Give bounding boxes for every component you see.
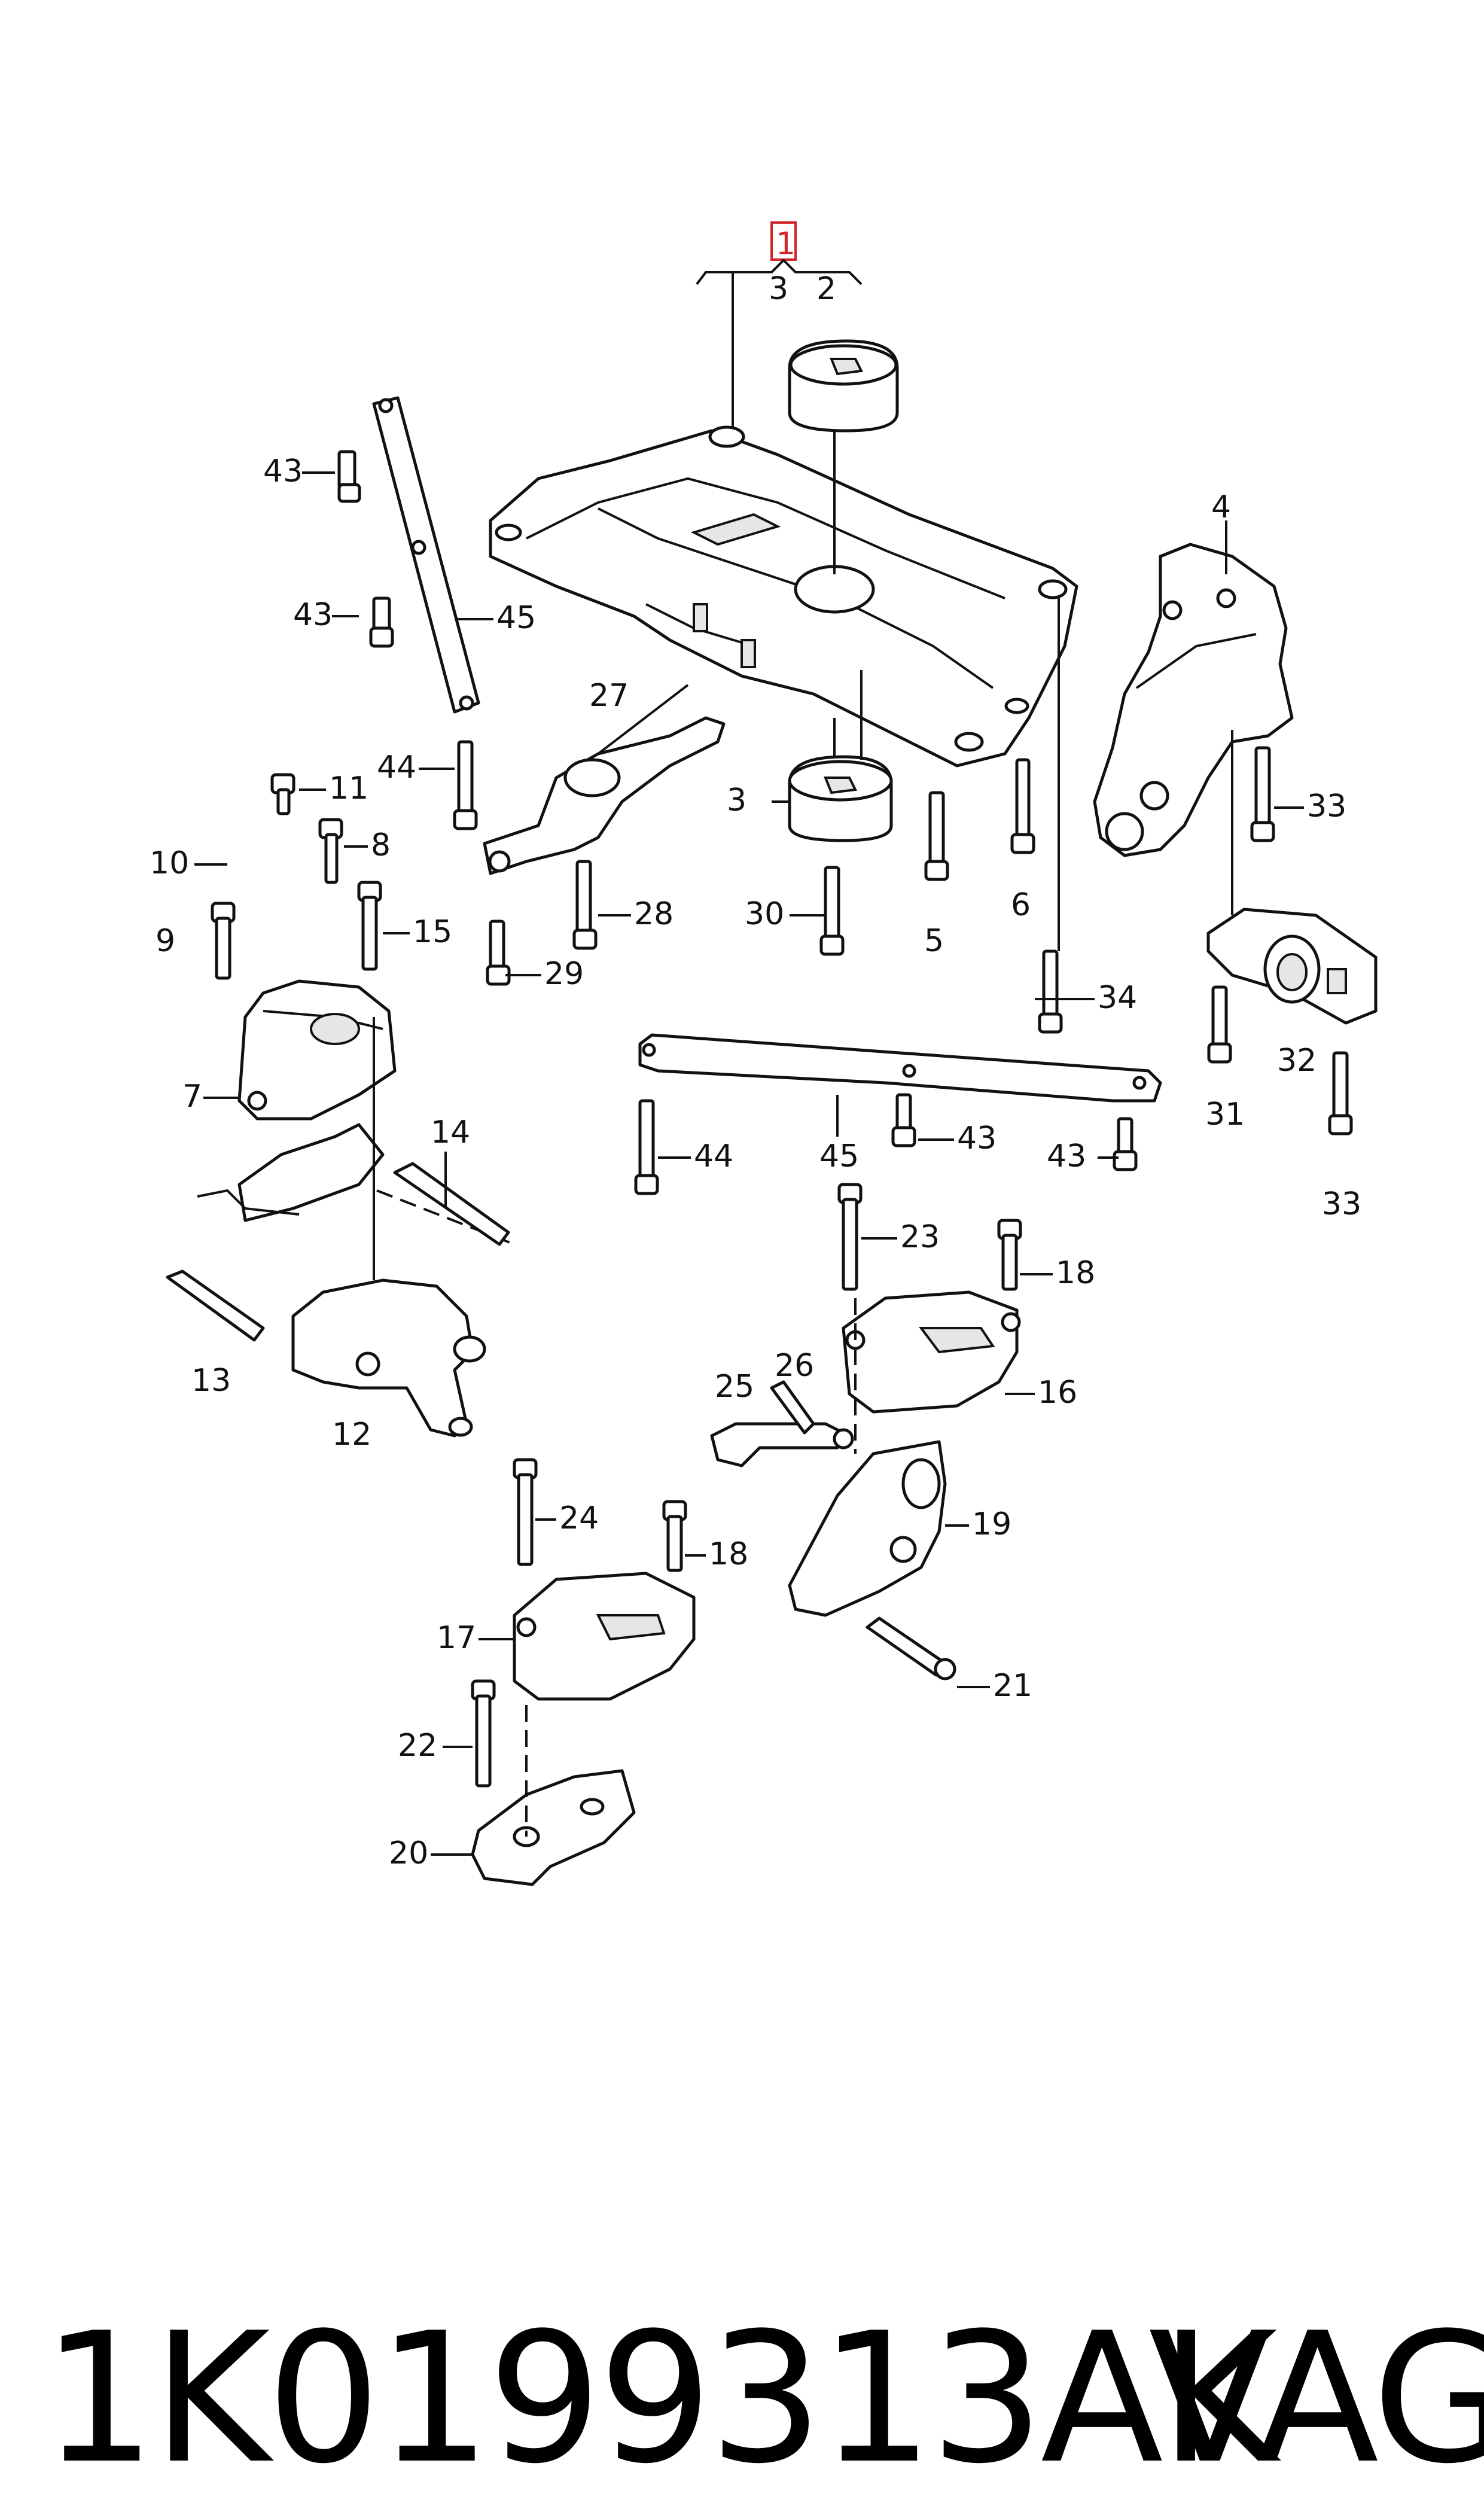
callout-27: 27	[589, 678, 629, 714]
bushing-32	[1206, 908, 1378, 1025]
leader-line	[597, 684, 689, 755]
callout-11: 11	[329, 771, 368, 806]
transmission-mount-16	[842, 1290, 1021, 1414]
group-bracket	[696, 258, 863, 285]
callout-45-a: 45	[496, 600, 536, 636]
brand-label: VAG	[1148, 2294, 1484, 2503]
callout-44-a: 44	[377, 750, 416, 785]
callout-leaders	[194, 471, 1304, 1856]
callout-3-top: 3	[769, 271, 788, 307]
torque-arm-27	[483, 716, 726, 875]
callout-20: 20	[389, 1835, 428, 1871]
callout-33-a: 33	[1307, 788, 1346, 824]
callout-17: 17	[437, 1620, 476, 1656]
callout-7: 7	[182, 1079, 202, 1115]
bushing-3	[788, 755, 893, 842]
callout-3-bottom: 3	[727, 783, 746, 818]
callout-24: 24	[559, 1500, 599, 1536]
callout-8: 8	[371, 827, 391, 863]
callout-32: 32	[1277, 1043, 1317, 1079]
part-number: 1K0199313AK	[42, 2294, 1278, 2503]
callout-12: 12	[332, 1417, 371, 1453]
callout-2: 2	[816, 271, 836, 307]
callout-6: 6	[1011, 887, 1031, 923]
callout-14: 14	[431, 1115, 470, 1150]
callout-28: 28	[634, 896, 674, 932]
callout-19: 19	[972, 1506, 1011, 1542]
callout-43-a: 43	[263, 453, 303, 489]
engine-mount-7	[197, 979, 397, 1222]
callout-31: 31	[1205, 1097, 1245, 1132]
callout-26: 26	[775, 1348, 814, 1384]
callout-34: 34	[1098, 980, 1137, 1016]
callout-9: 9	[156, 923, 175, 959]
bushing-2	[788, 339, 899, 433]
callout-16: 16	[1038, 1375, 1077, 1411]
callout-18-b: 18	[709, 1536, 748, 1572]
pendulum-link-25	[710, 1422, 854, 1467]
bolts	[166, 450, 1353, 1788]
callout-5: 5	[924, 923, 944, 959]
subframe	[489, 425, 1078, 768]
callout-21: 21	[993, 1668, 1032, 1704]
callouts: 3 2 4 43 43 45 27 44 11 10 8 9 15 7 28 2…	[150, 271, 1361, 1871]
callout-22: 22	[398, 1728, 437, 1764]
callout-30: 30	[745, 896, 784, 932]
group-label-text: 1	[776, 226, 796, 262]
callout-29: 29	[544, 956, 584, 992]
callout-43-d: 43	[1047, 1138, 1086, 1174]
strut-bar-45-top	[372, 396, 480, 714]
bracket-12	[291, 1278, 486, 1438]
callout-44-b: 44	[694, 1138, 733, 1174]
callout-43-c: 43	[957, 1121, 997, 1156]
bracket-4	[1093, 543, 1294, 857]
callout-13: 13	[191, 1363, 231, 1399]
callout-45-b: 45	[819, 1138, 859, 1174]
callout-43-b: 43	[293, 597, 333, 633]
callout-23: 23	[900, 1219, 940, 1255]
callout-25: 25	[715, 1369, 754, 1405]
group-label-1[interactable]: 1	[770, 221, 797, 262]
bracket-19	[788, 1440, 947, 1617]
bracket-20	[471, 1769, 636, 1886]
callout-4: 4	[1211, 489, 1231, 525]
transmission-mount-17	[513, 1572, 696, 1701]
callout-18-a: 18	[1056, 1255, 1095, 1291]
strut-bar-45-middle	[638, 1033, 1162, 1103]
callout-33-b: 33	[1322, 1186, 1361, 1222]
callout-10: 10	[150, 845, 189, 881]
callout-15: 15	[413, 914, 452, 950]
